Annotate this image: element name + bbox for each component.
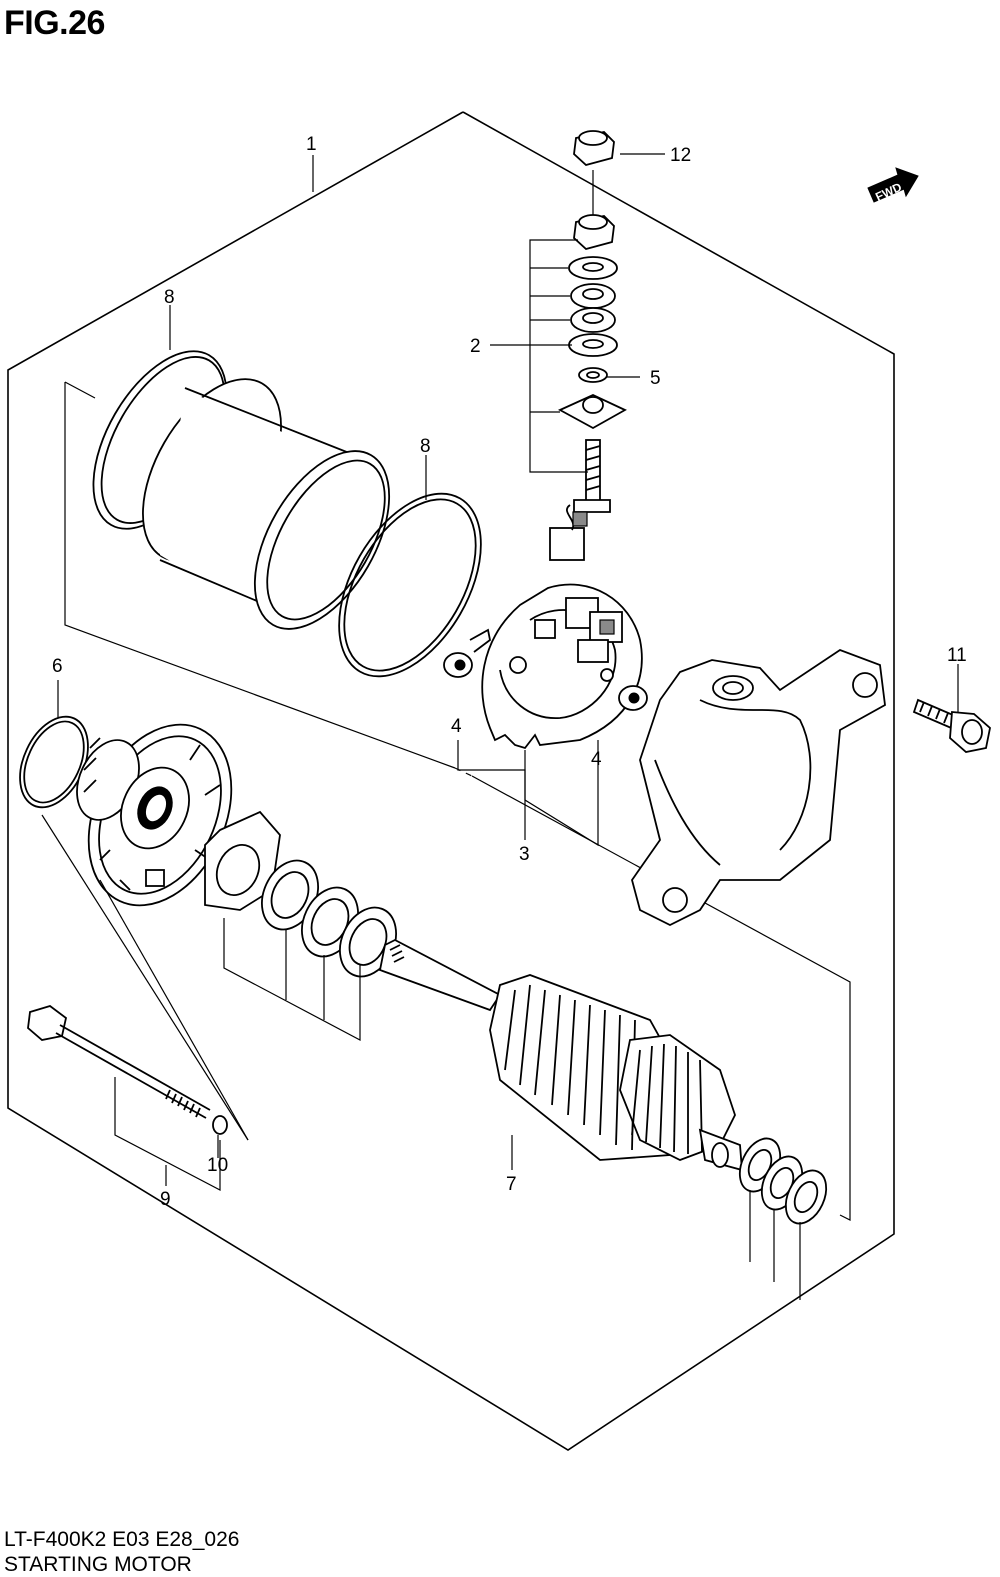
callout-11: 11: [947, 645, 967, 666]
callout-4-left: 4: [451, 716, 462, 737]
bracket-top-line: [64, 381, 96, 399]
brush-holder-plate-3: [481, 583, 643, 750]
washer-10: [212, 1115, 228, 1135]
callout-4-bracket: [457, 740, 599, 847]
callout-10: 10: [207, 1155, 228, 1176]
figure-code: LT-F400K2 E03 E28_026: [4, 1528, 240, 1551]
through-bolt-9: [27, 1005, 211, 1119]
callout-2-bracket: [529, 239, 588, 473]
armature-7: [378, 938, 743, 1172]
insulator-4-left: [443, 628, 491, 678]
fwd-direction-badge: FWD: [867, 167, 919, 204]
callout-9-bracket: [114, 1077, 221, 1191]
yoke-housing: [142, 378, 395, 630]
callout-5: 5: [650, 368, 661, 389]
assembly-outline: [7, 111, 895, 1451]
thrust-washers-front: [738, 1137, 828, 1225]
callout-12: 12: [670, 145, 691, 166]
thrust-washers-rear: [204, 810, 397, 978]
callout-8-left: 8: [164, 287, 175, 308]
figure-name: STARTING MOTOR: [4, 1553, 192, 1576]
callout-8-right: 8: [420, 436, 431, 457]
bolt-11: [912, 698, 991, 753]
callout-9: 9: [160, 1189, 171, 1210]
callout-7: 7: [506, 1174, 517, 1195]
callout-6: 6: [52, 656, 63, 677]
terminal-washer-stack: [557, 214, 627, 513]
callout-3: 3: [519, 844, 530, 865]
callout-1: 1: [306, 134, 317, 155]
washer-5: [578, 367, 608, 383]
rear-washer-bracket: [223, 918, 361, 1041]
motor-body-bracket: [64, 382, 456, 769]
callout-4-right: 4: [591, 749, 602, 770]
brush-terminal: [549, 504, 588, 561]
o-ring-8-right: [338, 492, 482, 678]
insulator-4-right: [618, 685, 648, 711]
rear-housing: [76, 723, 233, 907]
end-cover-mount: [631, 648, 886, 927]
callout-2: 2: [470, 336, 481, 357]
terminal-nut-12: [573, 130, 615, 166]
rear-housing-guide: [41, 814, 249, 1141]
figure-title: FIG.26: [4, 4, 105, 42]
rear-housing-guide-2: [99, 879, 249, 1141]
